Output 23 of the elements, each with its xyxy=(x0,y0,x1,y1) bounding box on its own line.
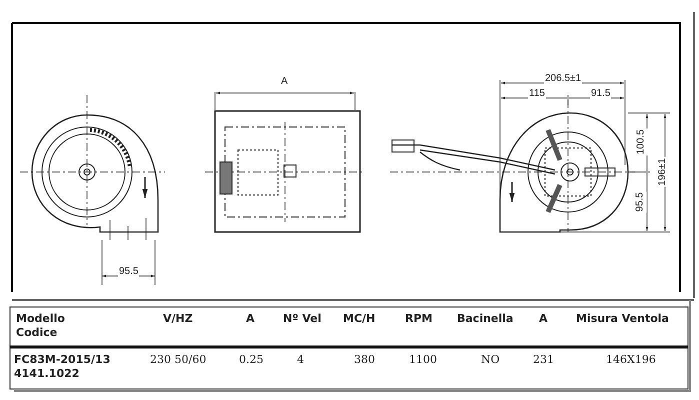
column-header: Nº Vel xyxy=(283,312,322,326)
column-header: Modello Codice xyxy=(16,312,66,340)
column-header: Misura Ventola xyxy=(576,312,669,326)
table-cell: 0.25 xyxy=(239,353,264,367)
column-header: MC/H xyxy=(343,312,376,326)
column-header: RPM xyxy=(405,312,432,326)
column-header: V/HZ xyxy=(163,312,193,326)
dimension-label: 206.5±1 xyxy=(544,73,582,85)
table-cell: 231 xyxy=(533,353,554,367)
dimension-label: 95.5 xyxy=(118,266,140,278)
table-cell: 1100 xyxy=(409,353,437,367)
column-header: A xyxy=(246,312,255,326)
table-cell: 380 xyxy=(354,353,375,367)
table-cell: 230 50/60 xyxy=(150,353,206,367)
column-header: A xyxy=(539,312,548,326)
dimension-label: 91.5 xyxy=(590,88,612,100)
table-cell: 146X196 xyxy=(606,353,656,367)
table-cell: NO xyxy=(481,353,500,367)
dimension-label: 100.5 xyxy=(636,128,648,156)
table-cell: 4 xyxy=(297,353,304,367)
column-header: Bacinella xyxy=(457,312,514,326)
table-cell-text: FC83M-2015/13 4141.1022 xyxy=(14,353,112,381)
dimension-label: 115 xyxy=(528,88,546,100)
